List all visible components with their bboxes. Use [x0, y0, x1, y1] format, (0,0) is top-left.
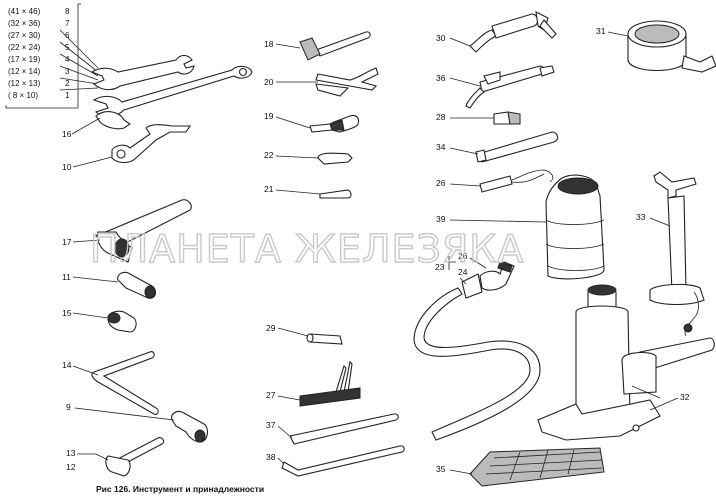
callout-10: 10	[62, 162, 72, 172]
fitting-28	[493, 111, 521, 125]
hose-fitting-26	[479, 261, 515, 291]
callout-38: 38	[266, 452, 276, 462]
size-num-6: 6	[65, 31, 70, 40]
callout-14: 14	[62, 360, 72, 370]
size-num-1: 1	[65, 91, 70, 100]
callout-26: 26	[436, 178, 446, 188]
callout-11: 11	[62, 272, 71, 282]
bit-22	[317, 152, 353, 165]
socket-wrench-13	[105, 437, 165, 477]
callout-19: 19	[264, 111, 274, 121]
callout-13: 13	[66, 448, 76, 458]
size-label-7: (32 × 36)	[8, 19, 41, 28]
tube-34	[475, 131, 559, 163]
screwdriver-19	[309, 114, 360, 133]
wrench-size-table: (41 × 46) 8 (32 × 36) 7 (27 × 30) 6 (22 …	[5, 3, 99, 109]
hydraulic-jack-32	[537, 284, 715, 441]
size-num-8: 8	[65, 7, 70, 16]
socket-15	[107, 310, 137, 333]
size-num-4: 4	[65, 55, 70, 64]
size-label-8: (41 × 46)	[8, 7, 41, 16]
callout-28: 28	[436, 112, 446, 122]
foot-pump-33	[649, 171, 705, 337]
brush-27	[299, 360, 361, 407]
part-29	[306, 333, 343, 345]
tire-lever-37	[289, 413, 399, 445]
callout-24: 24	[458, 267, 468, 277]
callout-33: 33	[636, 212, 646, 222]
tool-bag-35	[469, 447, 605, 487]
size-num-7: 7	[65, 19, 70, 28]
bit-21	[319, 189, 352, 199]
pliers-20	[315, 67, 379, 97]
callout-26-hose: 26	[458, 251, 468, 261]
box-wrench-handle-17	[94, 199, 192, 263]
callout-21: 21	[264, 184, 274, 194]
callout-18: 18	[264, 39, 274, 49]
socket-11	[117, 271, 157, 299]
callout-17: 17	[62, 237, 72, 247]
size-label-2: (12 × 13)	[8, 79, 41, 88]
watermark-text: ПЛАНЕТА ЖЕЛЕЗЯКА	[90, 227, 524, 271]
callout-36: 36	[436, 73, 446, 83]
canister-39	[545, 174, 605, 280]
size-num-3: 3	[65, 67, 70, 76]
callout-23: 23	[435, 262, 445, 272]
hose-23	[413, 273, 541, 441]
callout-34: 34	[436, 142, 446, 152]
callout-37: 37	[266, 420, 276, 430]
size-label-5: (22 × 24)	[8, 43, 41, 52]
tire-pressure-gauge-31	[627, 20, 716, 73]
callout-20: 20	[264, 77, 274, 87]
callout-27: 27	[266, 390, 276, 400]
hammer-18	[299, 31, 371, 61]
callout-22: 22	[264, 150, 274, 160]
size-label-6: (27 × 30)	[8, 31, 41, 40]
spanner-10	[111, 124, 192, 164]
callout-12: 12	[66, 462, 76, 472]
callout-39: 39	[436, 214, 446, 224]
callout-9: 9	[66, 402, 71, 412]
size-label-4: (17 × 19)	[8, 55, 41, 64]
callout-29: 29	[266, 323, 276, 333]
tester-26	[479, 169, 554, 193]
tire-lever-38	[281, 445, 405, 477]
grease-gun-30	[469, 11, 557, 53]
l-wrench-14	[91, 351, 159, 415]
callout-16: 16	[62, 129, 72, 139]
open-end-wrenches	[90, 54, 253, 130]
callout-15: 15	[62, 308, 72, 318]
callout-35: 35	[436, 464, 446, 474]
pump-36	[465, 65, 555, 109]
socket-wrench-9	[171, 410, 209, 443]
size-label-1: ( 8 × 10)	[8, 91, 38, 100]
size-num-2: 2	[65, 79, 70, 88]
figure-caption: Рис 126. Инструмент и принадлежности	[96, 484, 264, 494]
callout-30: 30	[436, 33, 446, 43]
callout-31: 31	[596, 26, 606, 36]
callout-32: 32	[680, 392, 690, 402]
size-label-3: (12 × 14)	[8, 67, 41, 76]
